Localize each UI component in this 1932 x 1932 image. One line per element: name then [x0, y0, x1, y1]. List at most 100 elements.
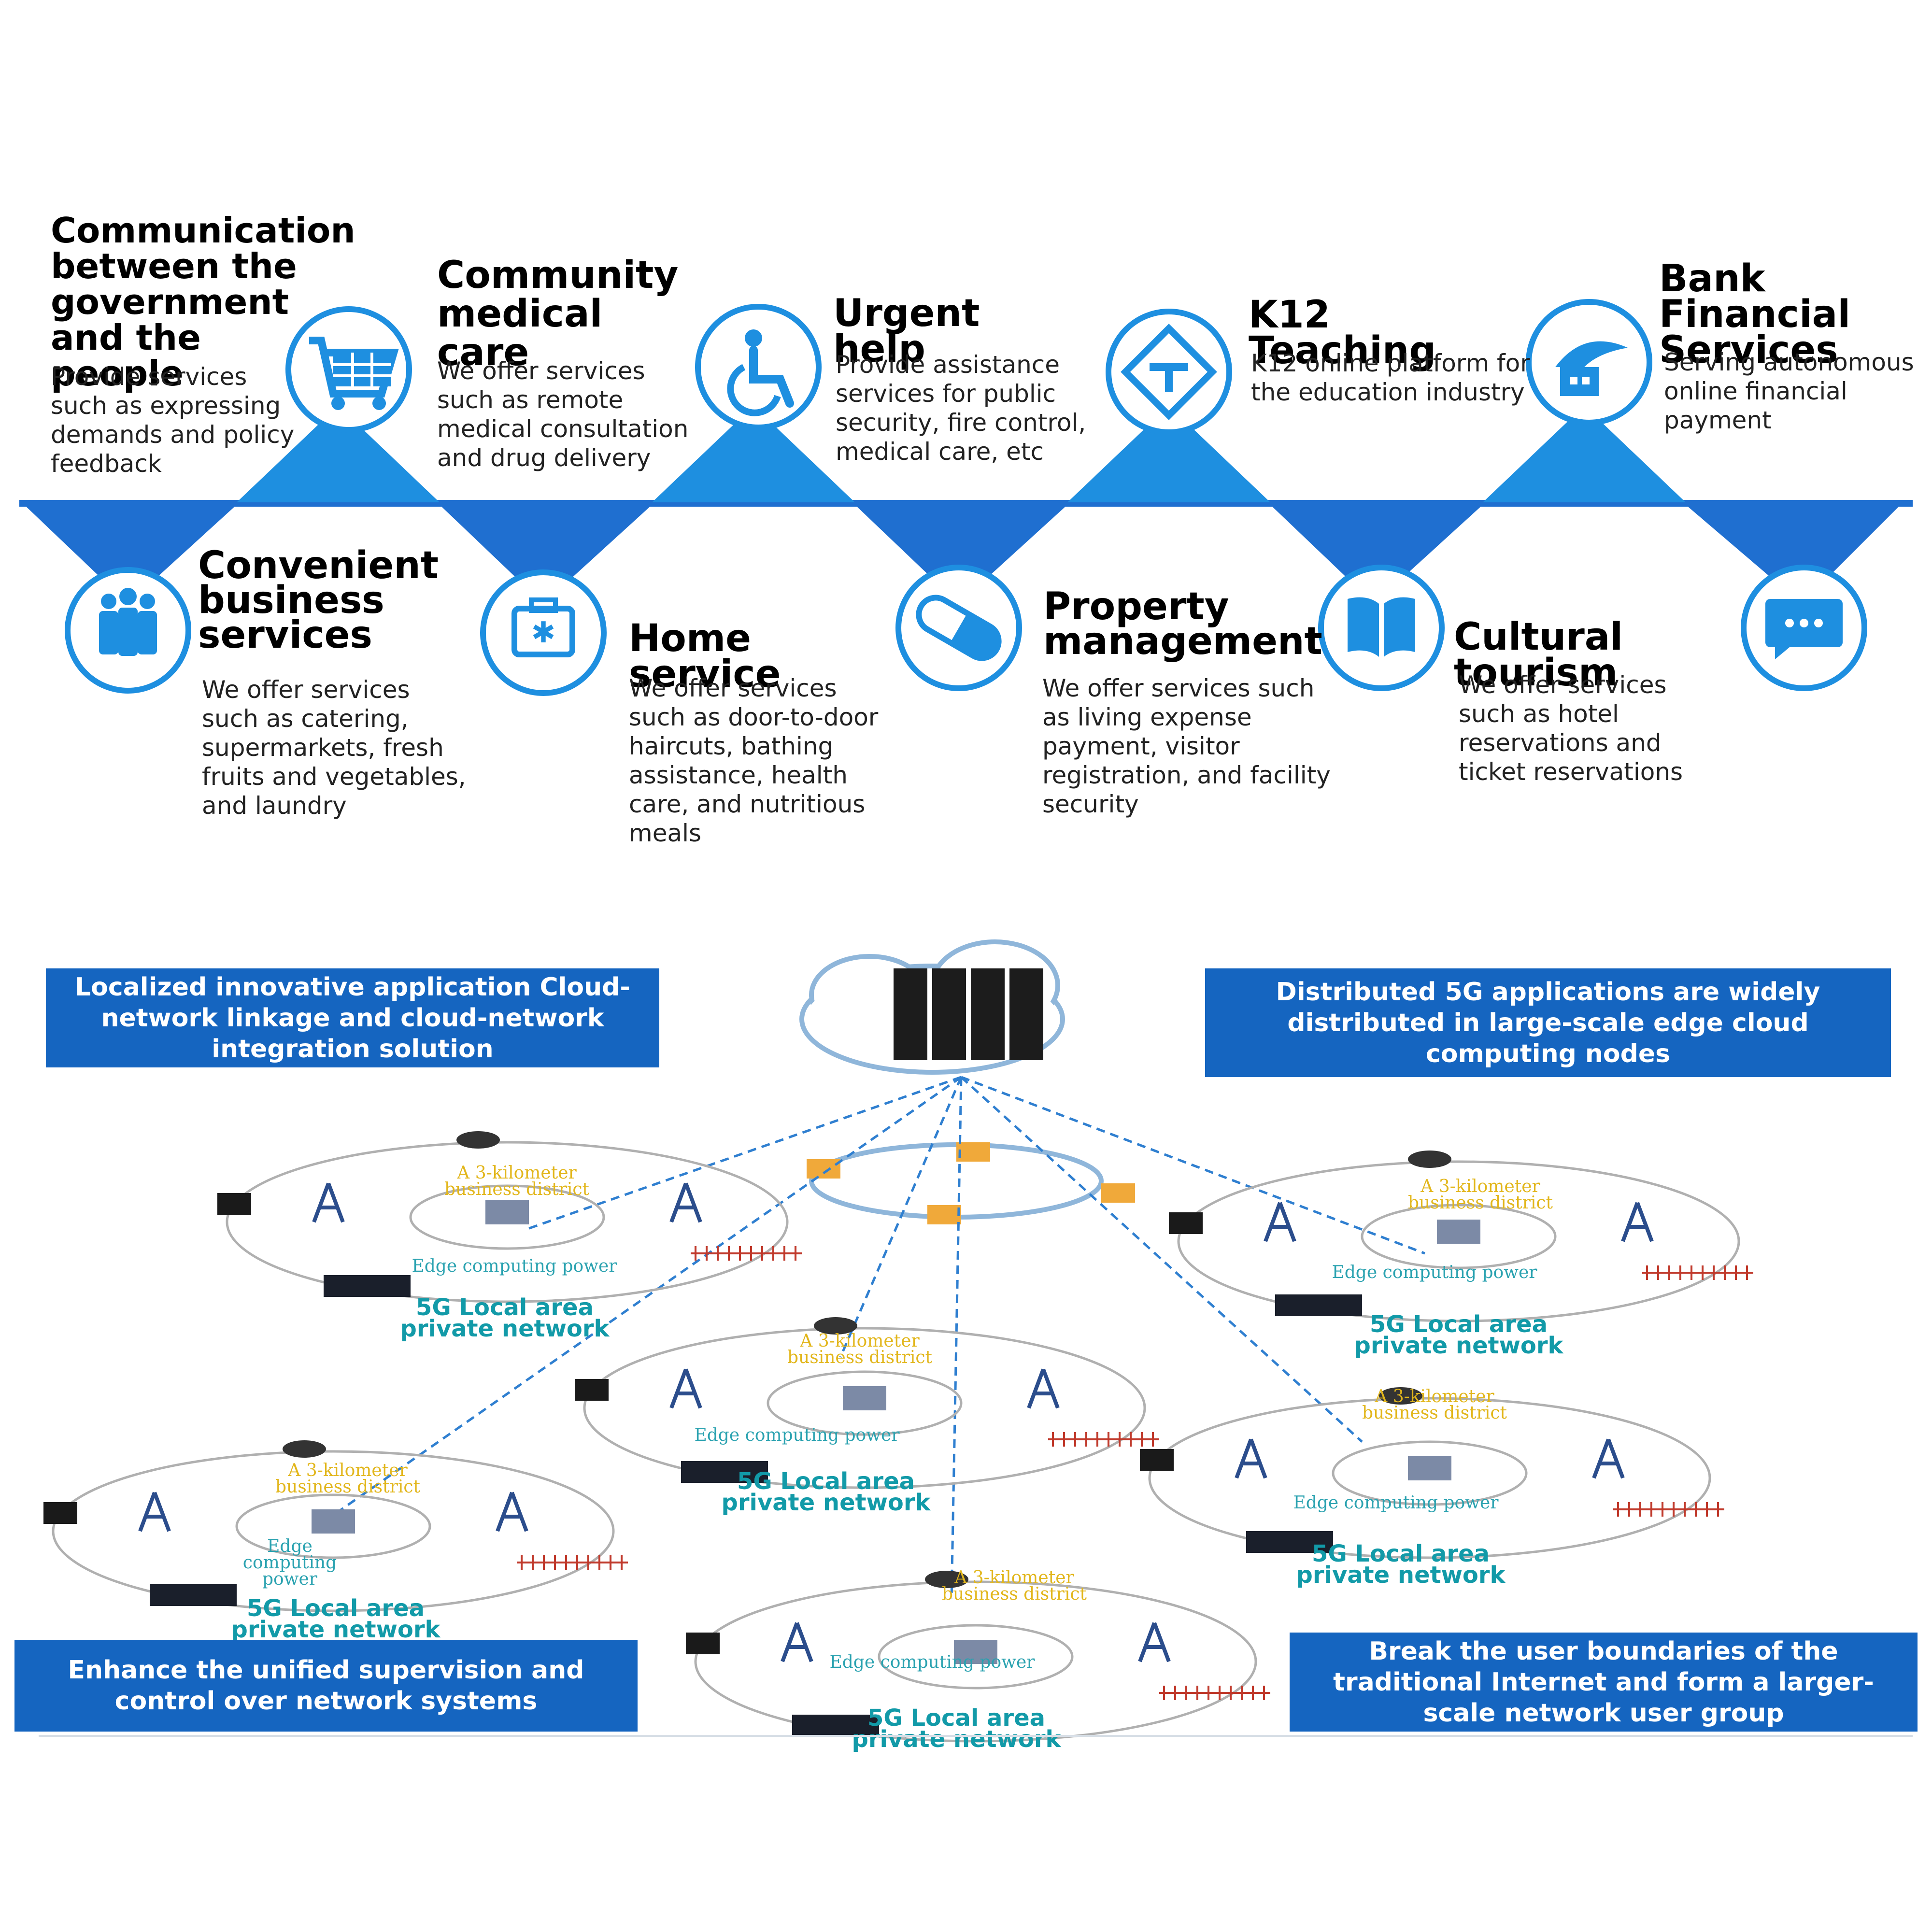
cluster-4 [1140, 1387, 1724, 1559]
edge-label-4: Edge computing power [1293, 1493, 1499, 1513]
bottom-item-1-desc: We offer services such as catering, supe… [202, 676, 466, 820]
cluster-2 [1169, 1151, 1753, 1322]
network-label-6: 5G Local area private network [852, 1705, 1061, 1753]
network-label-3: 5G Local area private network [721, 1468, 931, 1516]
top-item-2-title: Community medical care [437, 254, 679, 374]
cluster-outer-ring [52, 1450, 615, 1612]
top-item-4-title: K12 Teaching [1249, 293, 1436, 372]
network-label-4: 5G Local area private network [1296, 1540, 1506, 1589]
camera-icon [456, 1131, 500, 1149]
server-rack-icon [894, 968, 1043, 1060]
barrier-gate-icon [1048, 1432, 1159, 1447]
bottom-item-2-title: Home service [629, 617, 781, 696]
top-item-2-desc: We offer services such as remote medical… [437, 357, 689, 472]
network-label-5: 5G Local area private network [231, 1595, 440, 1643]
camera-icon [1379, 1387, 1422, 1405]
network-device-icon [1246, 1531, 1333, 1553]
cell-tower-icon [781, 1622, 813, 1662]
top-item-5-desc: Serving autonomous online financial paym… [1664, 348, 1914, 434]
road-sign-icon [1106, 309, 1232, 435]
shopping-cart-icon [285, 306, 412, 433]
cluster-5 [43, 1440, 628, 1612]
svg-text:✱: ✱ [531, 616, 555, 650]
top-item-3-desc: Provide assistance services for public s… [836, 351, 1086, 466]
edge-server-icon [312, 1509, 355, 1534]
cluster-6 [686, 1571, 1270, 1743]
cluster-1 [217, 1131, 802, 1303]
pill-icon [895, 565, 1022, 691]
camera-icon [283, 1440, 326, 1458]
terminal-device-icon [43, 1502, 77, 1524]
bottom-item-3-title: Property management [1043, 585, 1322, 663]
network-label-2: 5G Local area private network [1354, 1311, 1563, 1359]
backbone-ring [807, 1142, 1135, 1224]
district-label-1: A 3-kilometer business district [444, 1163, 589, 1199]
network-device-icon [324, 1275, 411, 1297]
district-label-3: A 3-kilometer business district [787, 1331, 932, 1367]
top-item-1-title: Communication between the government and… [51, 210, 355, 394]
network-label-1: 5G Local area private network [400, 1294, 610, 1342]
terminal-device-icon [686, 1633, 720, 1654]
edge-server-icon [843, 1386, 886, 1410]
district-label-6: A 3-kilometer business district [942, 1568, 1087, 1604]
terminal-device-icon [575, 1379, 609, 1401]
cell-tower-icon [1264, 1202, 1296, 1242]
top-item-4-desc: K12 online platform for the education in… [1251, 349, 1530, 406]
camera-icon [1408, 1151, 1451, 1168]
barrier-gate-icon [1159, 1686, 1270, 1700]
cell-tower-icon [496, 1492, 528, 1532]
cluster-outer-ring [1148, 1397, 1711, 1559]
cell-tower-icon [669, 1368, 702, 1409]
wheelchair-icon [695, 304, 822, 430]
cell-tower-icon [669, 1182, 702, 1223]
edge-label-6: Edge computing power [829, 1652, 1035, 1672]
chat-bubble-icon [1741, 565, 1867, 691]
barrier-gate-icon [1613, 1502, 1724, 1517]
bottom-triangle-5 [1686, 505, 1901, 604]
banner-bottom-left: Enhance the unified supervision and cont… [14, 1640, 638, 1732]
banner-bottom-right: Break the user boundaries of the traditi… [1290, 1633, 1918, 1732]
cell-tower-icon [1027, 1368, 1060, 1409]
edge-server-icon [954, 1640, 997, 1664]
terminal-device-icon [1169, 1212, 1203, 1234]
timeline-graphic: ✱ [19, 299, 1913, 696]
cluster-outer-ring [226, 1141, 789, 1303]
cluster-inner-ring [1361, 1204, 1557, 1269]
banner-top-right: Distributed 5G applications are widely d… [1205, 968, 1891, 1077]
network-device-icon [1275, 1294, 1362, 1316]
cluster-outer-ring [1177, 1160, 1740, 1322]
cell-tower-icon [1621, 1202, 1654, 1242]
cluster-outer-ring [583, 1327, 1146, 1489]
barrier-gate-icon [1642, 1265, 1753, 1280]
connection-lines [337, 1076, 1425, 1599]
bottom-triangle-1 [24, 505, 237, 604]
terminal-device-icon [217, 1193, 251, 1215]
edge-label-3: Edge computing power [694, 1425, 900, 1445]
top-triangle-1 [237, 406, 440, 502]
barrier-gate-icon [517, 1555, 628, 1570]
cluster-outer-ring [694, 1580, 1257, 1743]
cluster-inner-ring [235, 1493, 431, 1559]
edge-label-5: Edge computing power [242, 1536, 337, 1589]
house-leaf-icon [1526, 299, 1652, 426]
top-triangle-4 [1483, 406, 1686, 502]
edge-label-2: Edge computing power [1332, 1263, 1537, 1282]
bottom-triangle-4 [1270, 505, 1483, 604]
edge-label-1: Edge computing power [412, 1256, 617, 1276]
cluster-inner-ring [767, 1370, 963, 1436]
edge-server-icon [1437, 1220, 1480, 1244]
top-triangle-3 [1067, 406, 1270, 502]
cluster-3 [575, 1317, 1159, 1489]
people-group-icon [65, 567, 191, 694]
terminal-device-icon [1140, 1449, 1174, 1471]
cell-tower-icon [138, 1492, 171, 1532]
cell-tower-icon [1235, 1438, 1267, 1479]
bottom-item-4-title: Cultural tourism [1454, 615, 1623, 695]
district-label-5: A 3-kilometer business district [275, 1461, 420, 1497]
bottom-item-4-desc: We offer services such as hotel reservat… [1459, 671, 1683, 786]
top-item-3-title: Urgent help [833, 292, 980, 371]
top-item-5-title: Bank Financial Services [1659, 257, 1851, 372]
bottom-item-2-desc: We offer services such as door-to-door h… [629, 674, 879, 847]
cluster-inner-ring [1332, 1440, 1528, 1506]
